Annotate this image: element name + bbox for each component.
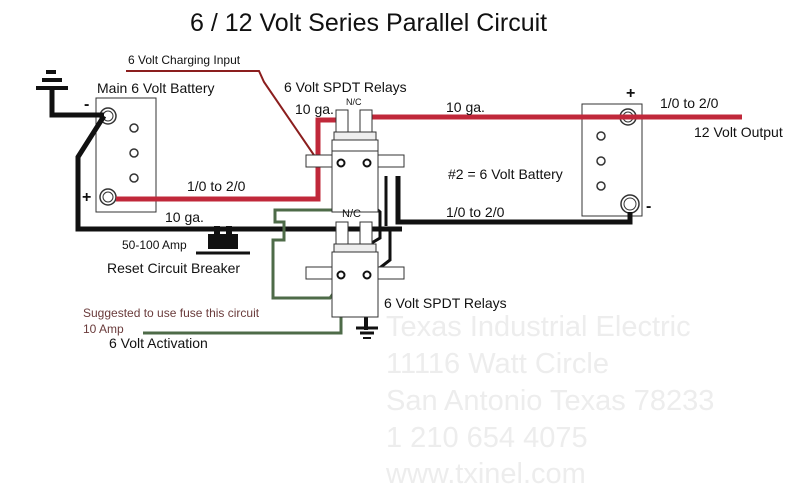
relay-bottom: [305, 221, 405, 318]
main-battery-terminals: [99, 107, 139, 206]
charging-input-wire: [126, 70, 319, 162]
battery-2-terminals: [596, 108, 640, 214]
main-battery-label: Main 6 Volt Battery: [97, 80, 215, 96]
ground-symbol-top: [36, 70, 68, 90]
gauge-top-mid-label: 10 ga.: [446, 99, 485, 115]
output-cable-label: 1/0 to 2/0: [660, 95, 719, 111]
nc-top-label: N/C: [346, 97, 362, 107]
charging-input-label: 6 Volt Charging Input: [128, 53, 241, 67]
watermark-street: 11116 Watt Circle: [386, 348, 609, 380]
relays-bottom-label: 6 Volt SPDT Relays: [384, 295, 507, 311]
gauge-bottom-label: 10 ga.: [165, 209, 204, 225]
battery-2-minus: -: [646, 198, 652, 215]
watermark-phone: 1 210 654 4075: [386, 422, 588, 454]
main-positive-cable-label: 1/0 to 2/0: [187, 178, 246, 194]
watermark-website: www.txinel.com: [386, 458, 586, 490]
negative-return-cable-label: 1/0 to 2/0: [446, 204, 505, 220]
battery-2-body: [581, 103, 643, 217]
watermark-city: San Antonio Texas 78233: [386, 385, 715, 417]
nc-bottom-label: N/C: [342, 208, 361, 220]
relay-top: [305, 109, 405, 213]
output-label: 12 Volt Output: [694, 124, 783, 140]
main-battery-body: [95, 97, 157, 213]
breaker-rating-label: 50-100 Amp: [122, 238, 187, 252]
circuit-breaker: [196, 226, 250, 255]
battery-2-label: #2 = 6 Volt Battery: [448, 166, 563, 182]
main-battery-plus: +: [82, 189, 92, 206]
battery-2-plus: +: [626, 85, 636, 102]
relays-top-label: 6 Volt SPDT Relays: [284, 79, 407, 95]
fuse-note-line2: 10 Amp: [83, 322, 124, 336]
fuse-note-line1: Suggested to use fuse this circuit: [83, 306, 260, 320]
gauge-top-left-label: 10 ga.: [295, 101, 334, 117]
breaker-name-label: Reset Circuit Breaker: [107, 260, 241, 276]
activation-label: 6 Volt Activation: [109, 335, 208, 351]
main-battery-minus: -: [84, 96, 90, 113]
diagram-title: 6 / 12 Volt Series Parallel Circuit: [190, 9, 548, 37]
ground-symbol-bottom: [356, 326, 378, 339]
watermark-company: Texas Industrial Electric: [386, 311, 691, 343]
